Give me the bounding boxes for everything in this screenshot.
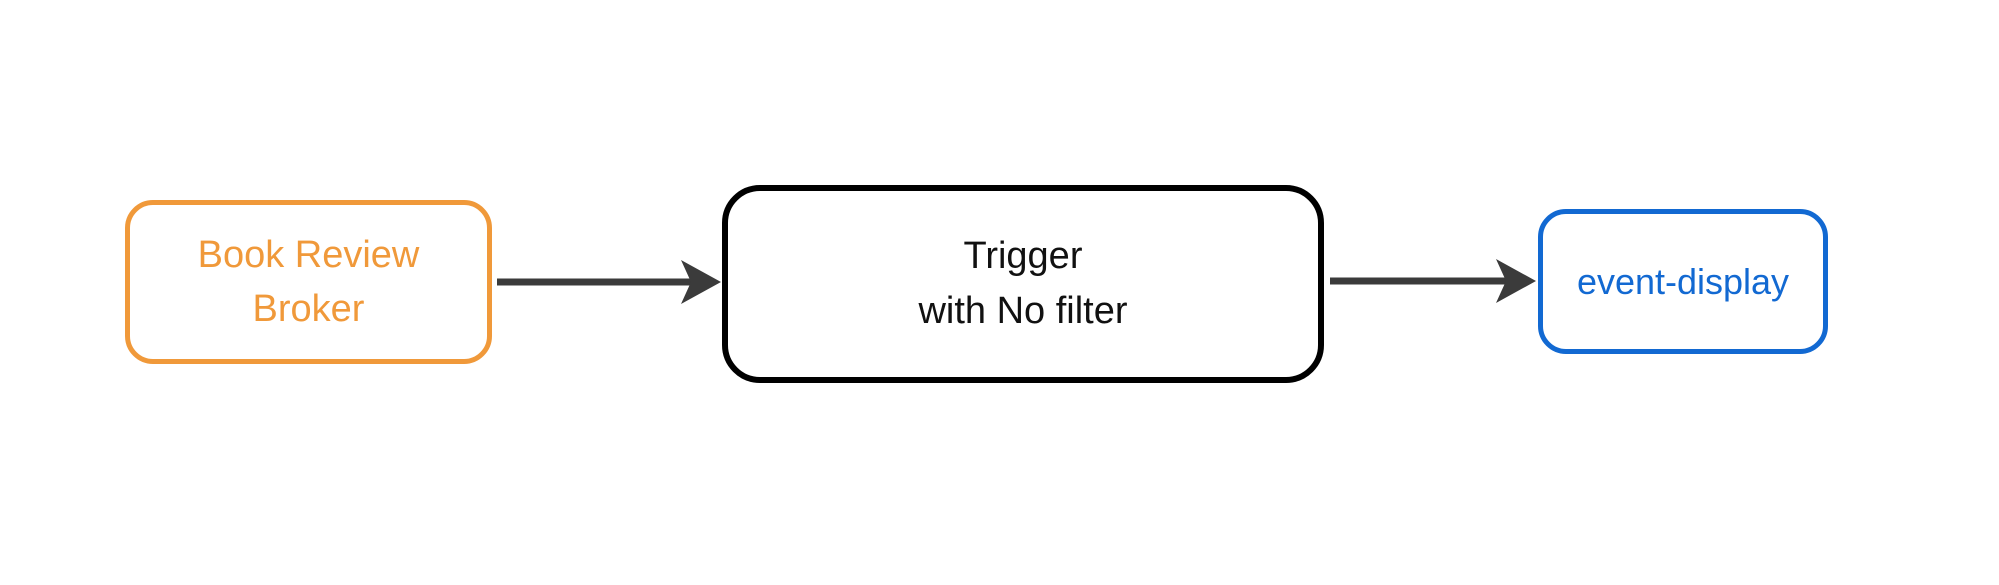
arrow-broker-to-trigger [497, 260, 721, 304]
node-label-line: event-display [1576, 260, 1790, 302]
arrowhead-icon [1496, 259, 1536, 303]
arrowhead-icon [681, 260, 721, 304]
node-label-line: with No filter [918, 290, 1128, 332]
node-book-review-broker: Book Review Broker [125, 200, 492, 364]
arrow-trigger-to-event-display [1330, 259, 1536, 303]
node-label-line: Book Review [197, 234, 420, 276]
node-label-line: Broker [252, 288, 365, 330]
node-label-line: Trigger [963, 235, 1083, 277]
node-event-display: event-display [1538, 209, 1828, 354]
node-trigger: Trigger with No filter [722, 185, 1324, 383]
